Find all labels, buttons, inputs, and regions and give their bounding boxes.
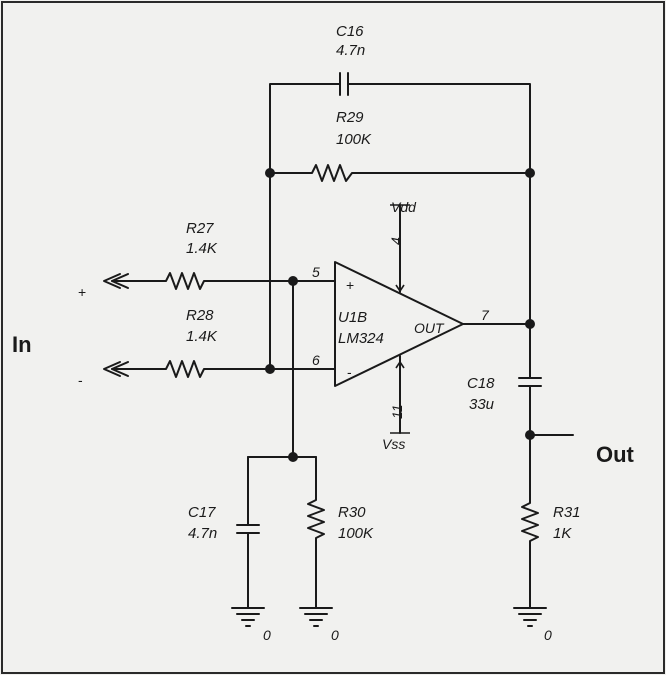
ground-label-3: 0 bbox=[544, 627, 552, 643]
opamp-u1b: + - U1B LM324 OUT 5 6 7 4 11 bbox=[312, 204, 490, 434]
opamp-part: LM324 bbox=[338, 330, 384, 347]
junction-dot bbox=[525, 319, 535, 329]
r31-ref: R31 bbox=[553, 504, 581, 521]
c17-ref: C17 bbox=[188, 504, 216, 521]
ground-symbol-3: 0 bbox=[513, 607, 552, 643]
r27-value: 1.4K bbox=[186, 240, 218, 257]
vdd-label: Vdd bbox=[391, 199, 417, 215]
pin-5: 5 bbox=[312, 264, 320, 280]
r28-ref: R28 bbox=[186, 307, 214, 324]
capacitor-c16: C16 4.7n bbox=[269, 23, 531, 174]
junction-dot bbox=[265, 168, 275, 178]
opamp-noninv-symbol: + bbox=[346, 277, 354, 293]
input-plus-sign: + bbox=[78, 284, 86, 300]
opamp-triangle bbox=[334, 261, 464, 387]
ground-symbol-2: 0 bbox=[299, 607, 339, 643]
opamp-out-label: OUT bbox=[414, 320, 445, 336]
junction-dot bbox=[525, 430, 535, 440]
pin-7: 7 bbox=[481, 307, 490, 323]
pin-11: 11 bbox=[389, 404, 405, 419]
r29-value: 100K bbox=[336, 131, 372, 148]
r30-value: 100K bbox=[338, 525, 374, 542]
pin-4: 4 bbox=[388, 237, 404, 245]
vss-label: Vss bbox=[382, 436, 405, 452]
c18-ref: C18 bbox=[467, 375, 495, 392]
c16-value: 4.7n bbox=[336, 42, 365, 59]
opamp-inv-symbol: - bbox=[347, 364, 352, 380]
ground-label-1: 0 bbox=[263, 627, 271, 643]
resistor-r29: R29 100K bbox=[269, 109, 531, 182]
output-network: C18 33u R31 1K bbox=[462, 172, 581, 608]
input-plus: + R27 1.4K bbox=[78, 220, 336, 300]
junction-dot bbox=[288, 452, 298, 462]
pin-6: 6 bbox=[312, 352, 320, 368]
c17-value: 4.7n bbox=[188, 525, 217, 542]
c18-value: 33u bbox=[469, 396, 495, 413]
input-minus-sign: - bbox=[78, 372, 83, 388]
ground-label-2: 0 bbox=[331, 627, 339, 643]
ground-symbol-1: 0 bbox=[231, 607, 271, 643]
r29-ref: R29 bbox=[336, 109, 364, 126]
r27-ref: R27 bbox=[186, 220, 214, 237]
input-label: In bbox=[12, 332, 32, 357]
ground-network: C17 4.7n R30 100K bbox=[188, 456, 374, 608]
r30-ref: R30 bbox=[338, 504, 366, 521]
junction-dot bbox=[265, 364, 275, 374]
junction-dot bbox=[525, 168, 535, 178]
opamp-ref: U1B bbox=[338, 309, 367, 326]
r28-value: 1.4K bbox=[186, 328, 218, 345]
junction-dot bbox=[288, 276, 298, 286]
c16-ref: C16 bbox=[336, 23, 364, 40]
output-label: Out bbox=[596, 442, 635, 467]
r31-value: 1K bbox=[553, 525, 572, 542]
input-minus: - R28 1.4K bbox=[78, 307, 336, 388]
